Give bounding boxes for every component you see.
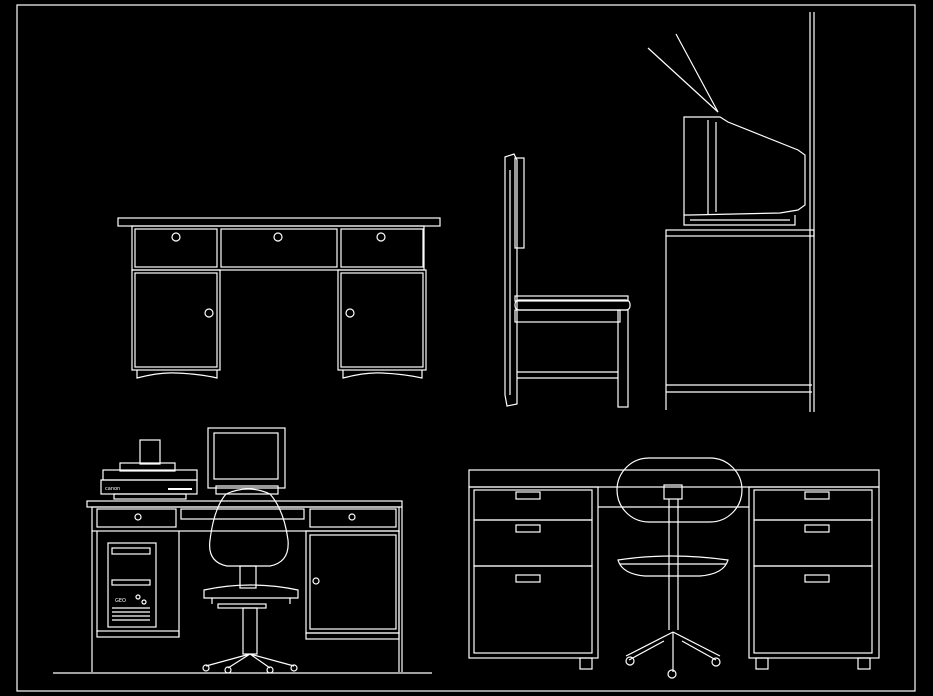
desk-front-elevation bbox=[117, 217, 441, 379]
printer-brand-label: canon bbox=[105, 486, 120, 492]
task-chair-front-icon bbox=[616, 457, 743, 679]
chair-side-elevation bbox=[504, 153, 631, 408]
printer-icon: canon bbox=[100, 439, 198, 500]
tv-cabinet-side-elevation bbox=[647, 12, 815, 412]
cpu-tower-icon: GEO bbox=[107, 542, 157, 628]
office-chair-front-icon bbox=[202, 488, 299, 674]
drawing-border bbox=[16, 4, 916, 692]
cpu-front-label: GEO bbox=[115, 598, 126, 604]
computer-workstation-front: canon GEO bbox=[53, 427, 432, 674]
double-pedestal-desk-with-chair bbox=[468, 457, 880, 679]
monitor-icon bbox=[207, 427, 286, 495]
